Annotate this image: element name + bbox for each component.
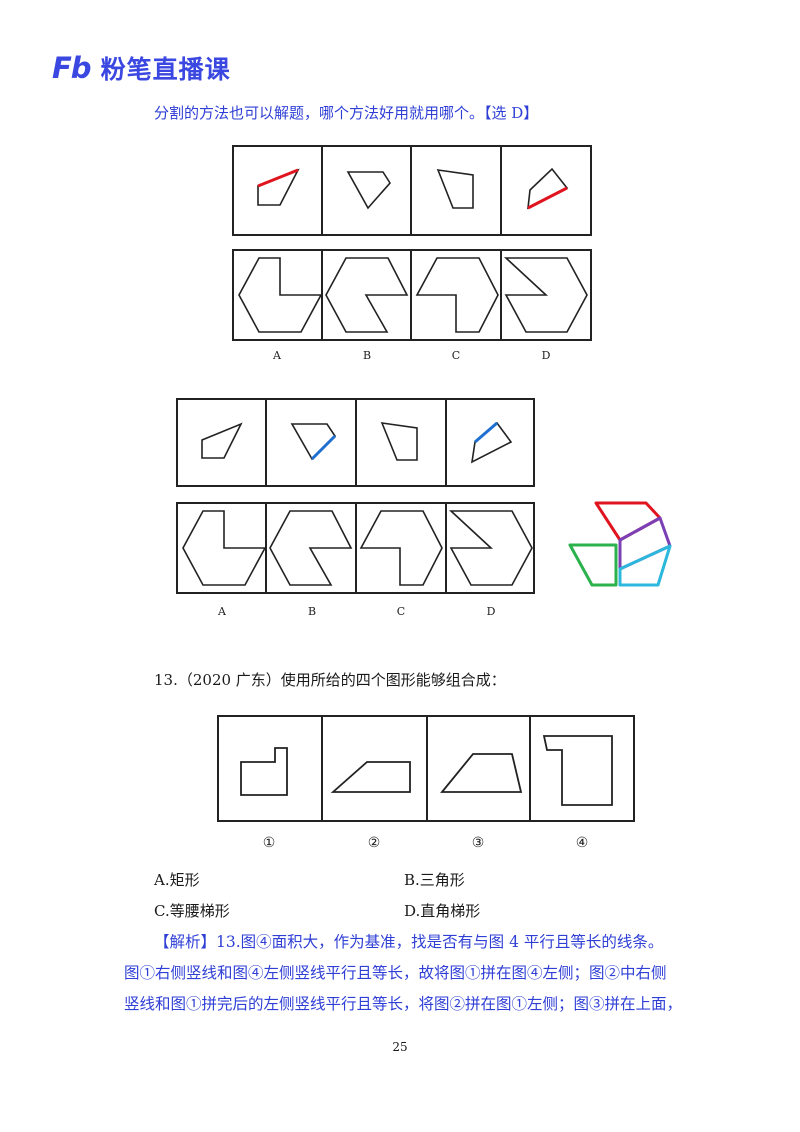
option-label: D — [487, 605, 496, 618]
piece-label: ④ — [576, 835, 589, 851]
piece-label: ① — [263, 835, 276, 851]
option-label: C — [452, 349, 460, 362]
explanation-line: 【解析】13.图④面积大，作为基准，找是否有与图 4 平行且等长的线条。 — [154, 933, 664, 951]
blue-highlight-edge — [474, 421, 498, 444]
explanation: 【解析】13.图④面积大，作为基准，找是否有与图 4 平行且等长的线条。 图①右… — [124, 927, 682, 1020]
red-highlight-edge — [527, 186, 568, 210]
brand-name: 粉笔直播课 — [100, 55, 231, 84]
option-c-shape — [359, 510, 443, 586]
explanation-line: 竖线和图①拼完后的左侧竖线平行且等长，将图②拼在图①左侧；图③拼在上面， — [124, 995, 683, 1013]
option-label: C — [397, 605, 405, 618]
piece-quad-2 — [346, 171, 391, 210]
page-number: 25 — [392, 1040, 408, 1054]
option-label: A — [272, 349, 282, 362]
piece-quad-3 — [436, 169, 474, 209]
red-highlight-edge — [257, 168, 299, 188]
cyan-piece — [618, 544, 672, 587]
piece-label: ② — [368, 835, 381, 851]
option-c-shape — [415, 257, 499, 333]
option-label: A — [217, 605, 227, 618]
option-d: D.直角梯形 — [404, 902, 481, 920]
green-piece — [568, 543, 618, 587]
option-a-shape — [182, 510, 267, 586]
option-b: B.三角形 — [404, 871, 465, 889]
piece-quad-1 — [201, 422, 243, 459]
explanation-line: 图①右侧竖线和图④左侧竖线平行且等长，故将图①拼在图④左侧；图②中右侧 — [124, 964, 667, 982]
piece-quad-4 — [527, 167, 569, 210]
assembly-diagram — [568, 501, 672, 587]
option-label: D — [542, 349, 551, 362]
fenbi-logo-icon: Fb — [52, 51, 92, 85]
figure-2: A B C D — [176, 398, 535, 618]
option-d-shape — [448, 510, 533, 586]
option-b-shape — [325, 257, 409, 333]
intro-line: 分割的方法也可以解题，哪个方法好用就用哪个。【选 D】 — [154, 104, 539, 122]
brand-logo: Fb 粉笔直播课 — [52, 50, 231, 86]
piece-4-shape — [542, 735, 613, 806]
option-d-shape — [503, 257, 588, 333]
option-c: C.等腰梯形 — [154, 902, 230, 920]
piece-1-shape — [240, 747, 288, 796]
blue-highlight-edge — [310, 434, 337, 461]
piece-quad-1 — [257, 168, 300, 206]
figure-1: A B C D — [232, 145, 592, 362]
piece-3-shape — [440, 753, 523, 793]
option-a: A.矩形 — [154, 871, 200, 889]
option-label: B — [308, 605, 316, 618]
question-title: 13.（2020 广东）使用所给的四个图形能够组合成： — [154, 671, 506, 689]
piece-quad-3 — [380, 422, 418, 461]
piece-label: ③ — [472, 835, 485, 851]
option-label: B — [363, 349, 371, 362]
option-a-shape — [238, 257, 323, 333]
purple-piece — [618, 516, 672, 571]
piece-2-shape — [330, 761, 411, 793]
option-b-shape — [269, 510, 353, 586]
question-figure: ① ② ③ ④ — [217, 715, 635, 851]
